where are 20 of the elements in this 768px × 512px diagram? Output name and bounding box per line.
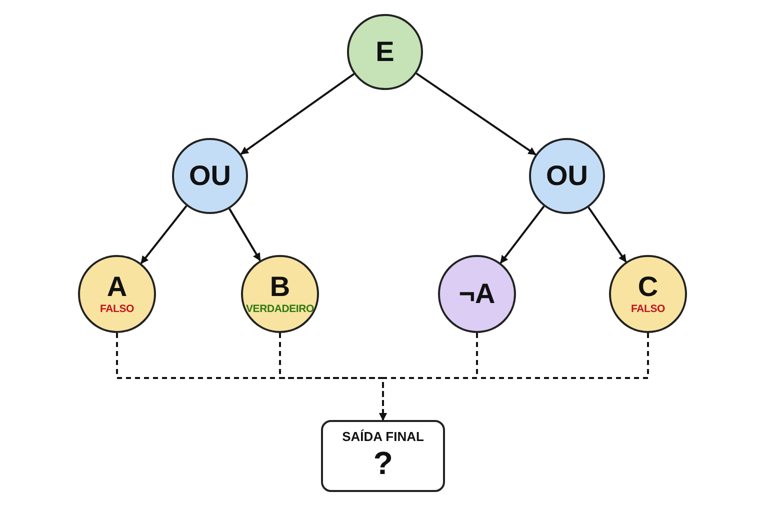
node-label: A (106, 272, 128, 304)
arrow (228, 208, 261, 262)
node-label: B (270, 272, 290, 304)
node-label: E (376, 36, 394, 68)
value-label: VERDADEIRO (246, 303, 314, 316)
node-label: C (638, 272, 658, 304)
box-title: SAÍDA FINAL (342, 430, 424, 444)
node-label: OU (546, 160, 588, 192)
node-label: OU (189, 160, 231, 192)
value-label: FALSO (100, 303, 134, 316)
arrow (140, 205, 188, 264)
arrow (416, 72, 536, 156)
dashed-arrow (379, 333, 649, 421)
output-value: ? (373, 444, 393, 482)
arrow (588, 206, 627, 262)
arrow (500, 206, 545, 264)
node-label: ¬A (458, 278, 496, 310)
value-label: FALSO (630, 303, 665, 316)
output-box (321, 420, 445, 492)
arrow (240, 73, 355, 155)
